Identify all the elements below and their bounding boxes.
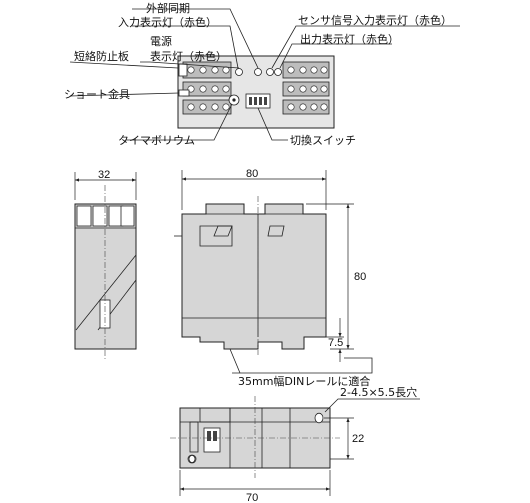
- power-lamp: [235, 68, 243, 76]
- label-power-line2: 表示灯（赤色）: [150, 49, 227, 63]
- dim-front-width: 80: [246, 168, 258, 180]
- short-bar: [178, 89, 190, 97]
- dim-side-width: 32: [98, 169, 110, 181]
- terminal-rows: [182, 61, 330, 115]
- label-input-lamp: 入力表示灯（赤色）: [118, 15, 217, 29]
- leader-lines: [69, 8, 460, 141]
- side-view: [74, 185, 137, 360]
- sensor-lamp: [266, 68, 274, 76]
- label-sensor-lamp: センサ信号入力表示灯（赤色）: [298, 13, 452, 27]
- input-lamp: [254, 68, 262, 76]
- top-view: [177, 55, 335, 129]
- dim-bottom-width: 70: [246, 492, 258, 503]
- selector-switch: [245, 93, 271, 109]
- label-power-line1: 電源: [150, 34, 172, 48]
- label-switch: 切換スイッチ: [290, 134, 356, 147]
- label-short-plate: 短絡防止板: [74, 49, 129, 63]
- label-short-bar: ショート金具: [64, 87, 130, 101]
- front-view-body: [181, 203, 327, 350]
- indicator-lamps: [235, 68, 282, 76]
- mount-hole-top: [314, 412, 324, 424]
- dim-front-height: 80: [354, 271, 366, 283]
- label-output-lamp: 出力表示灯（赤色）: [300, 32, 399, 46]
- label-holes: 2-4.5×5.5長穴: [340, 385, 417, 399]
- bottom-view: [170, 396, 340, 478]
- label-timer-volume: タイマボリウム: [118, 134, 195, 147]
- dim-hole-pitch: 22: [352, 433, 364, 445]
- label-external-sync: 外部同期: [146, 1, 190, 15]
- mount-hole-bottom: [188, 454, 196, 463]
- dim-rail-offset: 7.5: [328, 337, 343, 349]
- front-view: [174, 196, 327, 355]
- short-plate: [178, 63, 188, 77]
- output-lamp: [274, 68, 282, 76]
- label-din-rail: 35mm幅DINレールに適合: [238, 374, 370, 388]
